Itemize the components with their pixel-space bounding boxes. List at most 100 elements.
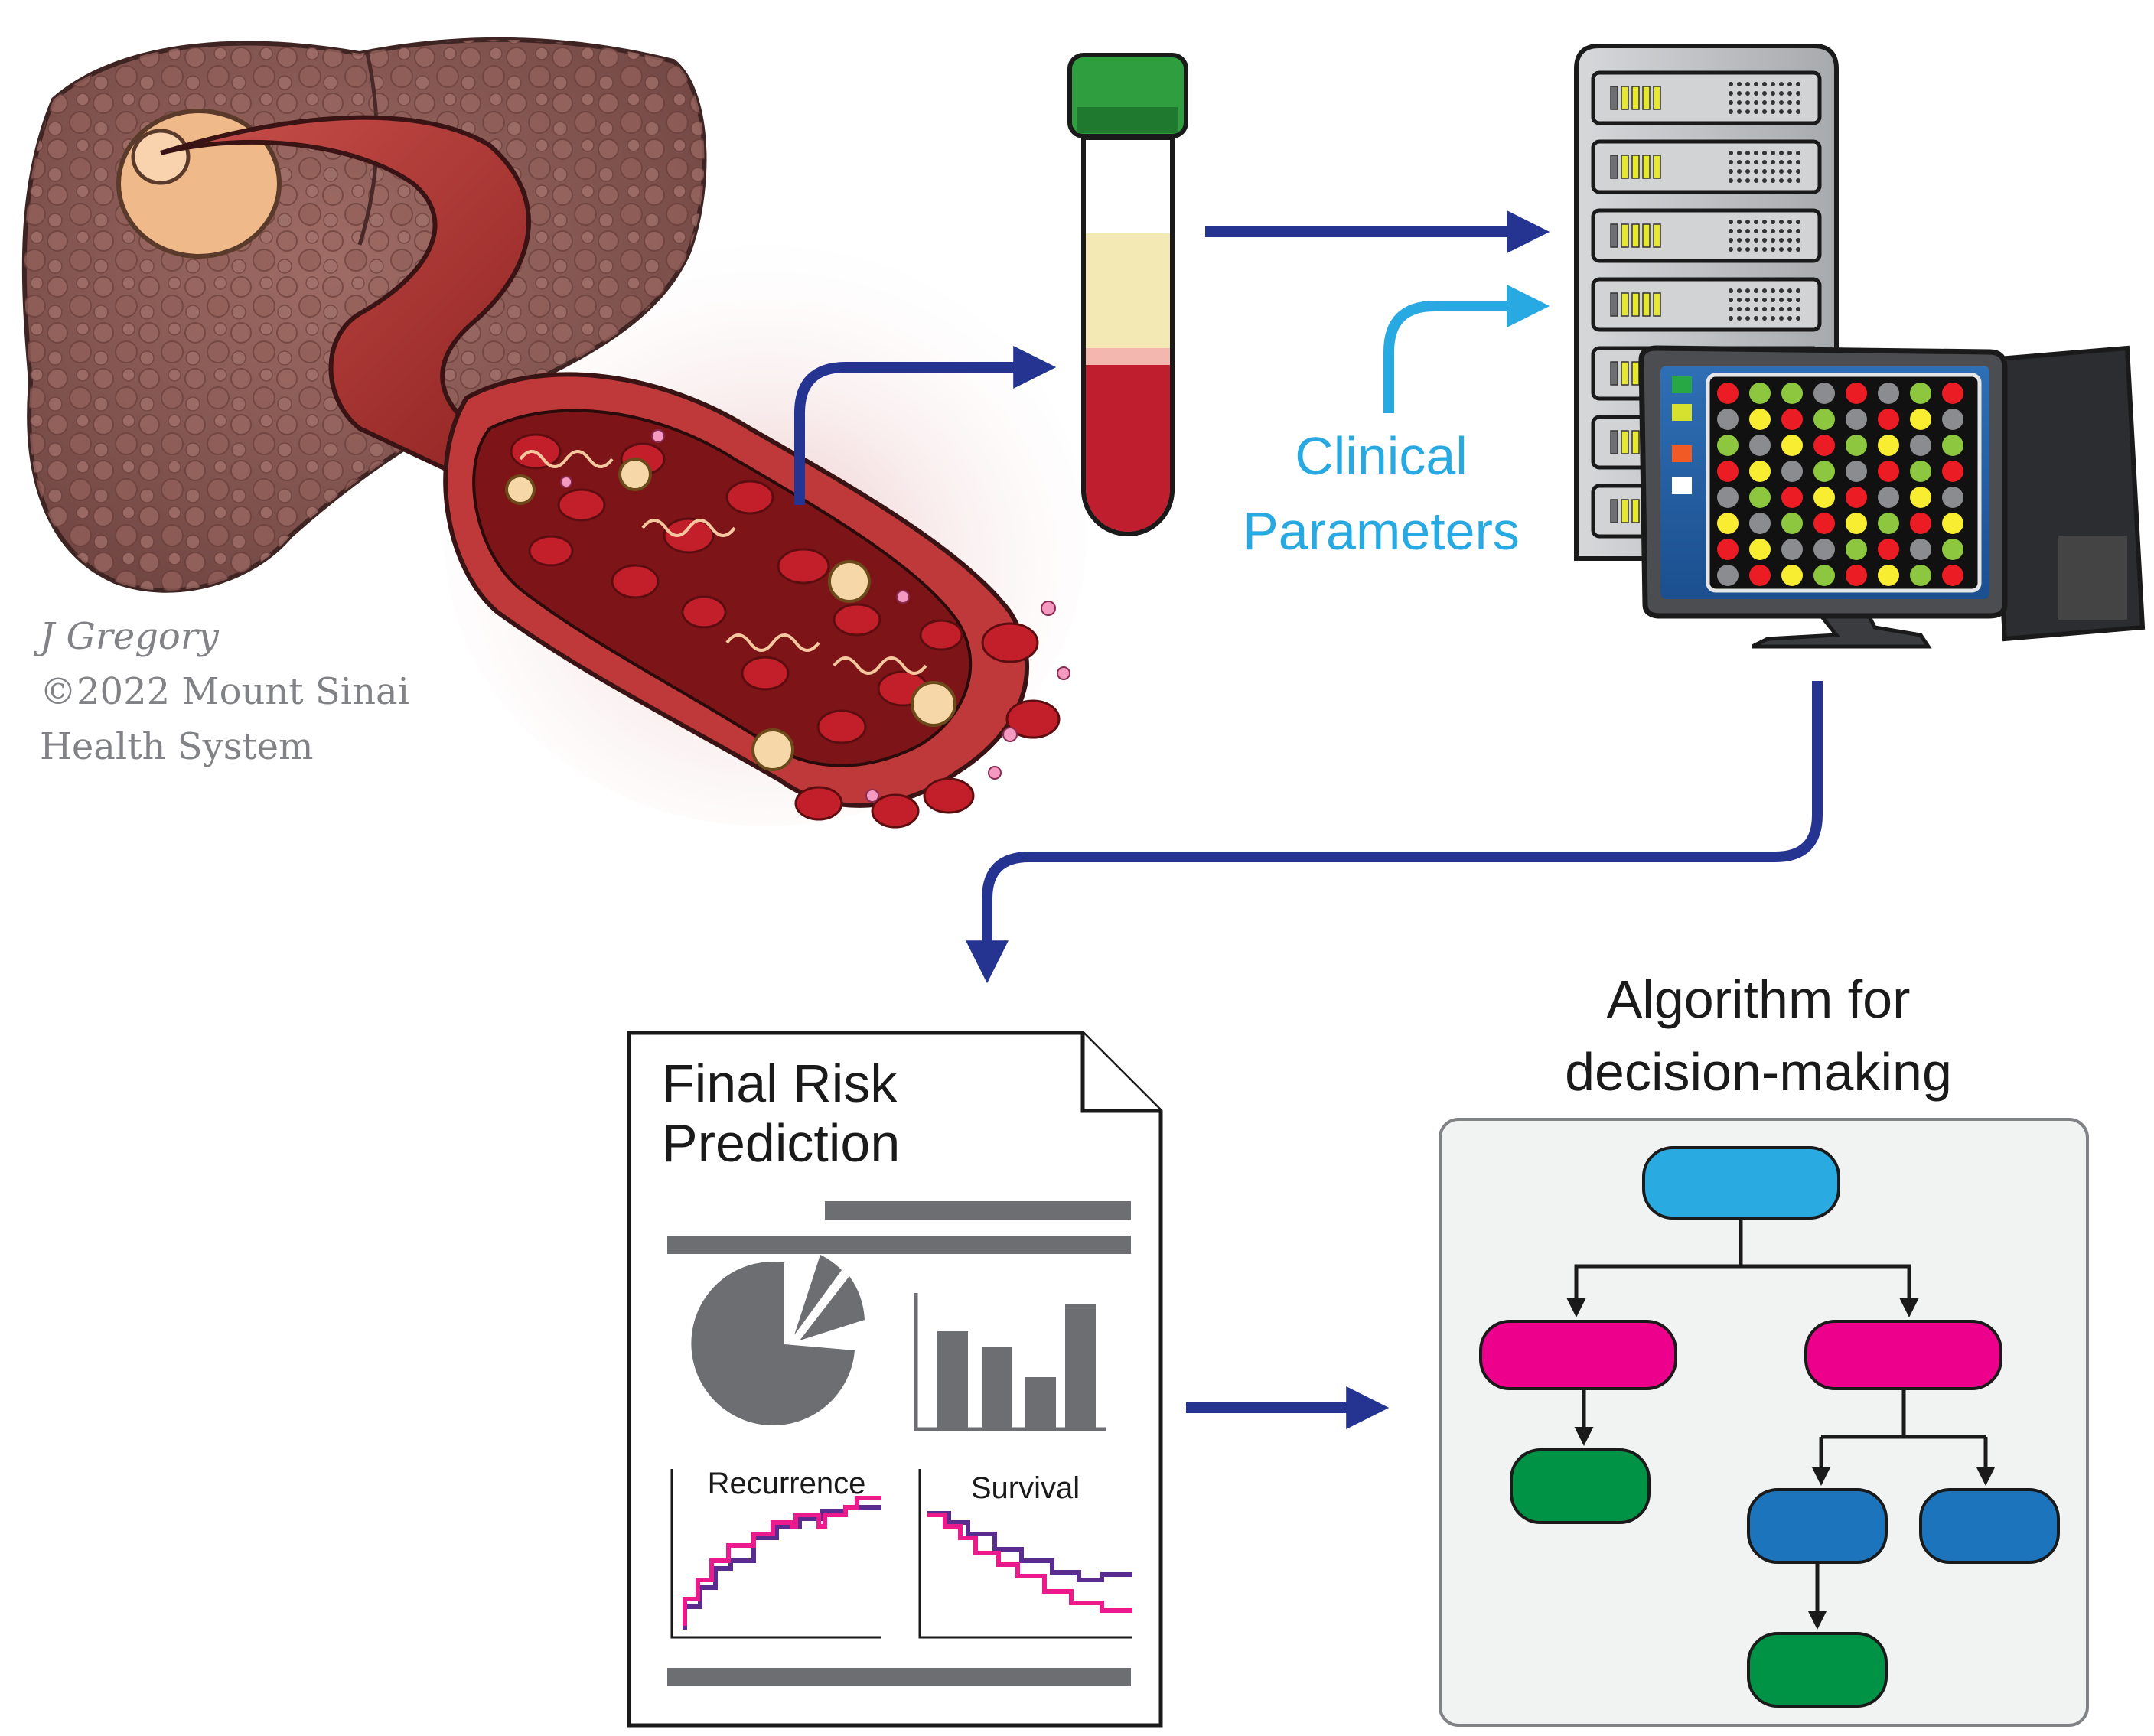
server-vent-hole	[1787, 220, 1792, 224]
server-led	[1621, 361, 1629, 386]
heatmap-cell	[1910, 487, 1931, 508]
server-vent-hole	[1737, 100, 1742, 105]
server-vent-hole	[1745, 316, 1750, 321]
heatmap-cell	[1717, 435, 1739, 456]
heatmap-cell	[1749, 435, 1771, 456]
server-vent-hole	[1771, 247, 1775, 252]
heatmap-cell	[1781, 461, 1803, 482]
server-vent-hole	[1754, 288, 1758, 293]
server-led	[1631, 223, 1640, 248]
server-led	[1621, 499, 1629, 523]
server-vent-hole	[1779, 151, 1784, 155]
server-vent-hole	[1779, 288, 1784, 293]
heatmap-cell	[1878, 409, 1899, 430]
server-vent-hole	[1796, 229, 1800, 233]
algorithm-title-line2: decision-making	[1565, 1042, 1952, 1102]
server-vent-hole	[1771, 298, 1775, 302]
heatmap-cell	[1813, 435, 1835, 456]
blood-vessel-illustration	[160, 115, 1070, 829]
server-vent-hole	[1762, 169, 1767, 174]
server-led	[1621, 86, 1629, 110]
heatmap-cell	[1878, 539, 1899, 560]
heatmap-grid	[1717, 383, 1963, 586]
server-vent-hole	[1729, 298, 1733, 302]
server-led	[1621, 223, 1629, 248]
recurrence-plot: Recurrence	[670, 1467, 881, 1639]
server-vent-hole	[1762, 220, 1767, 224]
server-vent-hole	[1737, 109, 1742, 114]
server-vent-hole	[1787, 238, 1792, 243]
server-vent-hole	[1779, 82, 1784, 86]
server-vent-hole	[1787, 298, 1792, 302]
heatmap-cell	[1878, 487, 1899, 508]
arrows	[794, 210, 1823, 1429]
flowchart-node-blue-1	[1747, 1488, 1888, 1564]
server-vent-hole	[1754, 100, 1758, 105]
server-vent-hole	[1729, 238, 1733, 243]
server-vent-hole	[1771, 307, 1775, 311]
server-vent-hole	[1754, 298, 1758, 302]
heatmap-cell	[1878, 513, 1899, 534]
heatmap-cell	[1813, 539, 1835, 560]
server-vent-hole	[1796, 100, 1800, 105]
server-vent-hole	[1796, 91, 1800, 96]
heatmap-cell	[1878, 383, 1899, 404]
server-led	[1642, 292, 1651, 317]
server-vent-hole	[1745, 238, 1750, 243]
heatmap-cell	[1717, 461, 1739, 482]
flowchart-leaf-green-2	[1747, 1632, 1888, 1708]
server-vent-hole	[1796, 160, 1800, 164]
server-vent-hole	[1745, 151, 1750, 155]
server-vent-hole	[1754, 160, 1758, 164]
server-led	[1631, 86, 1640, 110]
flowchart-connectors	[1566, 1218, 1996, 1630]
heatmap-cell	[1749, 487, 1771, 508]
server-vent-hole	[1754, 91, 1758, 96]
server-vent-hole	[1787, 100, 1792, 105]
server-vent-hole	[1745, 307, 1750, 311]
server-vent-hole	[1771, 238, 1775, 243]
server-vent-hole	[1729, 100, 1733, 105]
server-vent-hole	[1754, 238, 1758, 243]
heatmap-cell	[1846, 461, 1867, 482]
document-icon: Final Risk Prediction Recurrence Surviva…	[627, 1031, 1163, 1728]
server-vent-hole	[1779, 247, 1784, 252]
server-vent-hole	[1762, 82, 1767, 86]
server-vent-hole	[1779, 169, 1784, 174]
heatmap-cell	[1749, 461, 1771, 482]
server-vent-hole	[1745, 247, 1750, 252]
clinical-line2: Parameters	[1243, 501, 1520, 561]
server-led	[1653, 155, 1661, 179]
server-vent-hole	[1779, 100, 1784, 105]
server-vent-hole	[1745, 109, 1750, 114]
server-vent-hole	[1771, 178, 1775, 183]
report-title-line2: Prediction	[662, 1113, 900, 1173]
server-vent-hole	[1771, 169, 1775, 174]
server-vent-hole	[1745, 169, 1750, 174]
heatmap-cell	[1942, 539, 1963, 560]
heatmap-cell	[1910, 383, 1931, 404]
server-vent-hole	[1762, 229, 1767, 233]
server-vent-hole	[1729, 109, 1733, 114]
server-vent-hole	[1745, 160, 1750, 164]
server-vent-hole	[1737, 82, 1742, 86]
heatmap-cell	[1910, 435, 1931, 456]
cfdna-strands	[519, 450, 927, 675]
server-vent-hole	[1745, 220, 1750, 224]
heatmap-cell	[1717, 565, 1739, 586]
server-vent-hole	[1796, 220, 1800, 224]
server-vent-hole	[1779, 178, 1784, 183]
tumor-nodule-icon	[116, 109, 282, 259]
server-vent-hole	[1779, 91, 1784, 96]
heatmap-cell	[1717, 539, 1739, 560]
flowchart-node-blue-2	[1919, 1488, 2060, 1564]
server-vent-hole	[1754, 247, 1758, 252]
server-vent-hole	[1787, 82, 1792, 86]
screen-sidebar	[1672, 376, 1692, 494]
heatmap-cell	[1846, 435, 1867, 456]
server-vent-hole	[1745, 178, 1750, 183]
server-vent-hole	[1729, 229, 1733, 233]
server-vent-hole	[1754, 109, 1758, 114]
heatmap-cell	[1942, 435, 1963, 456]
